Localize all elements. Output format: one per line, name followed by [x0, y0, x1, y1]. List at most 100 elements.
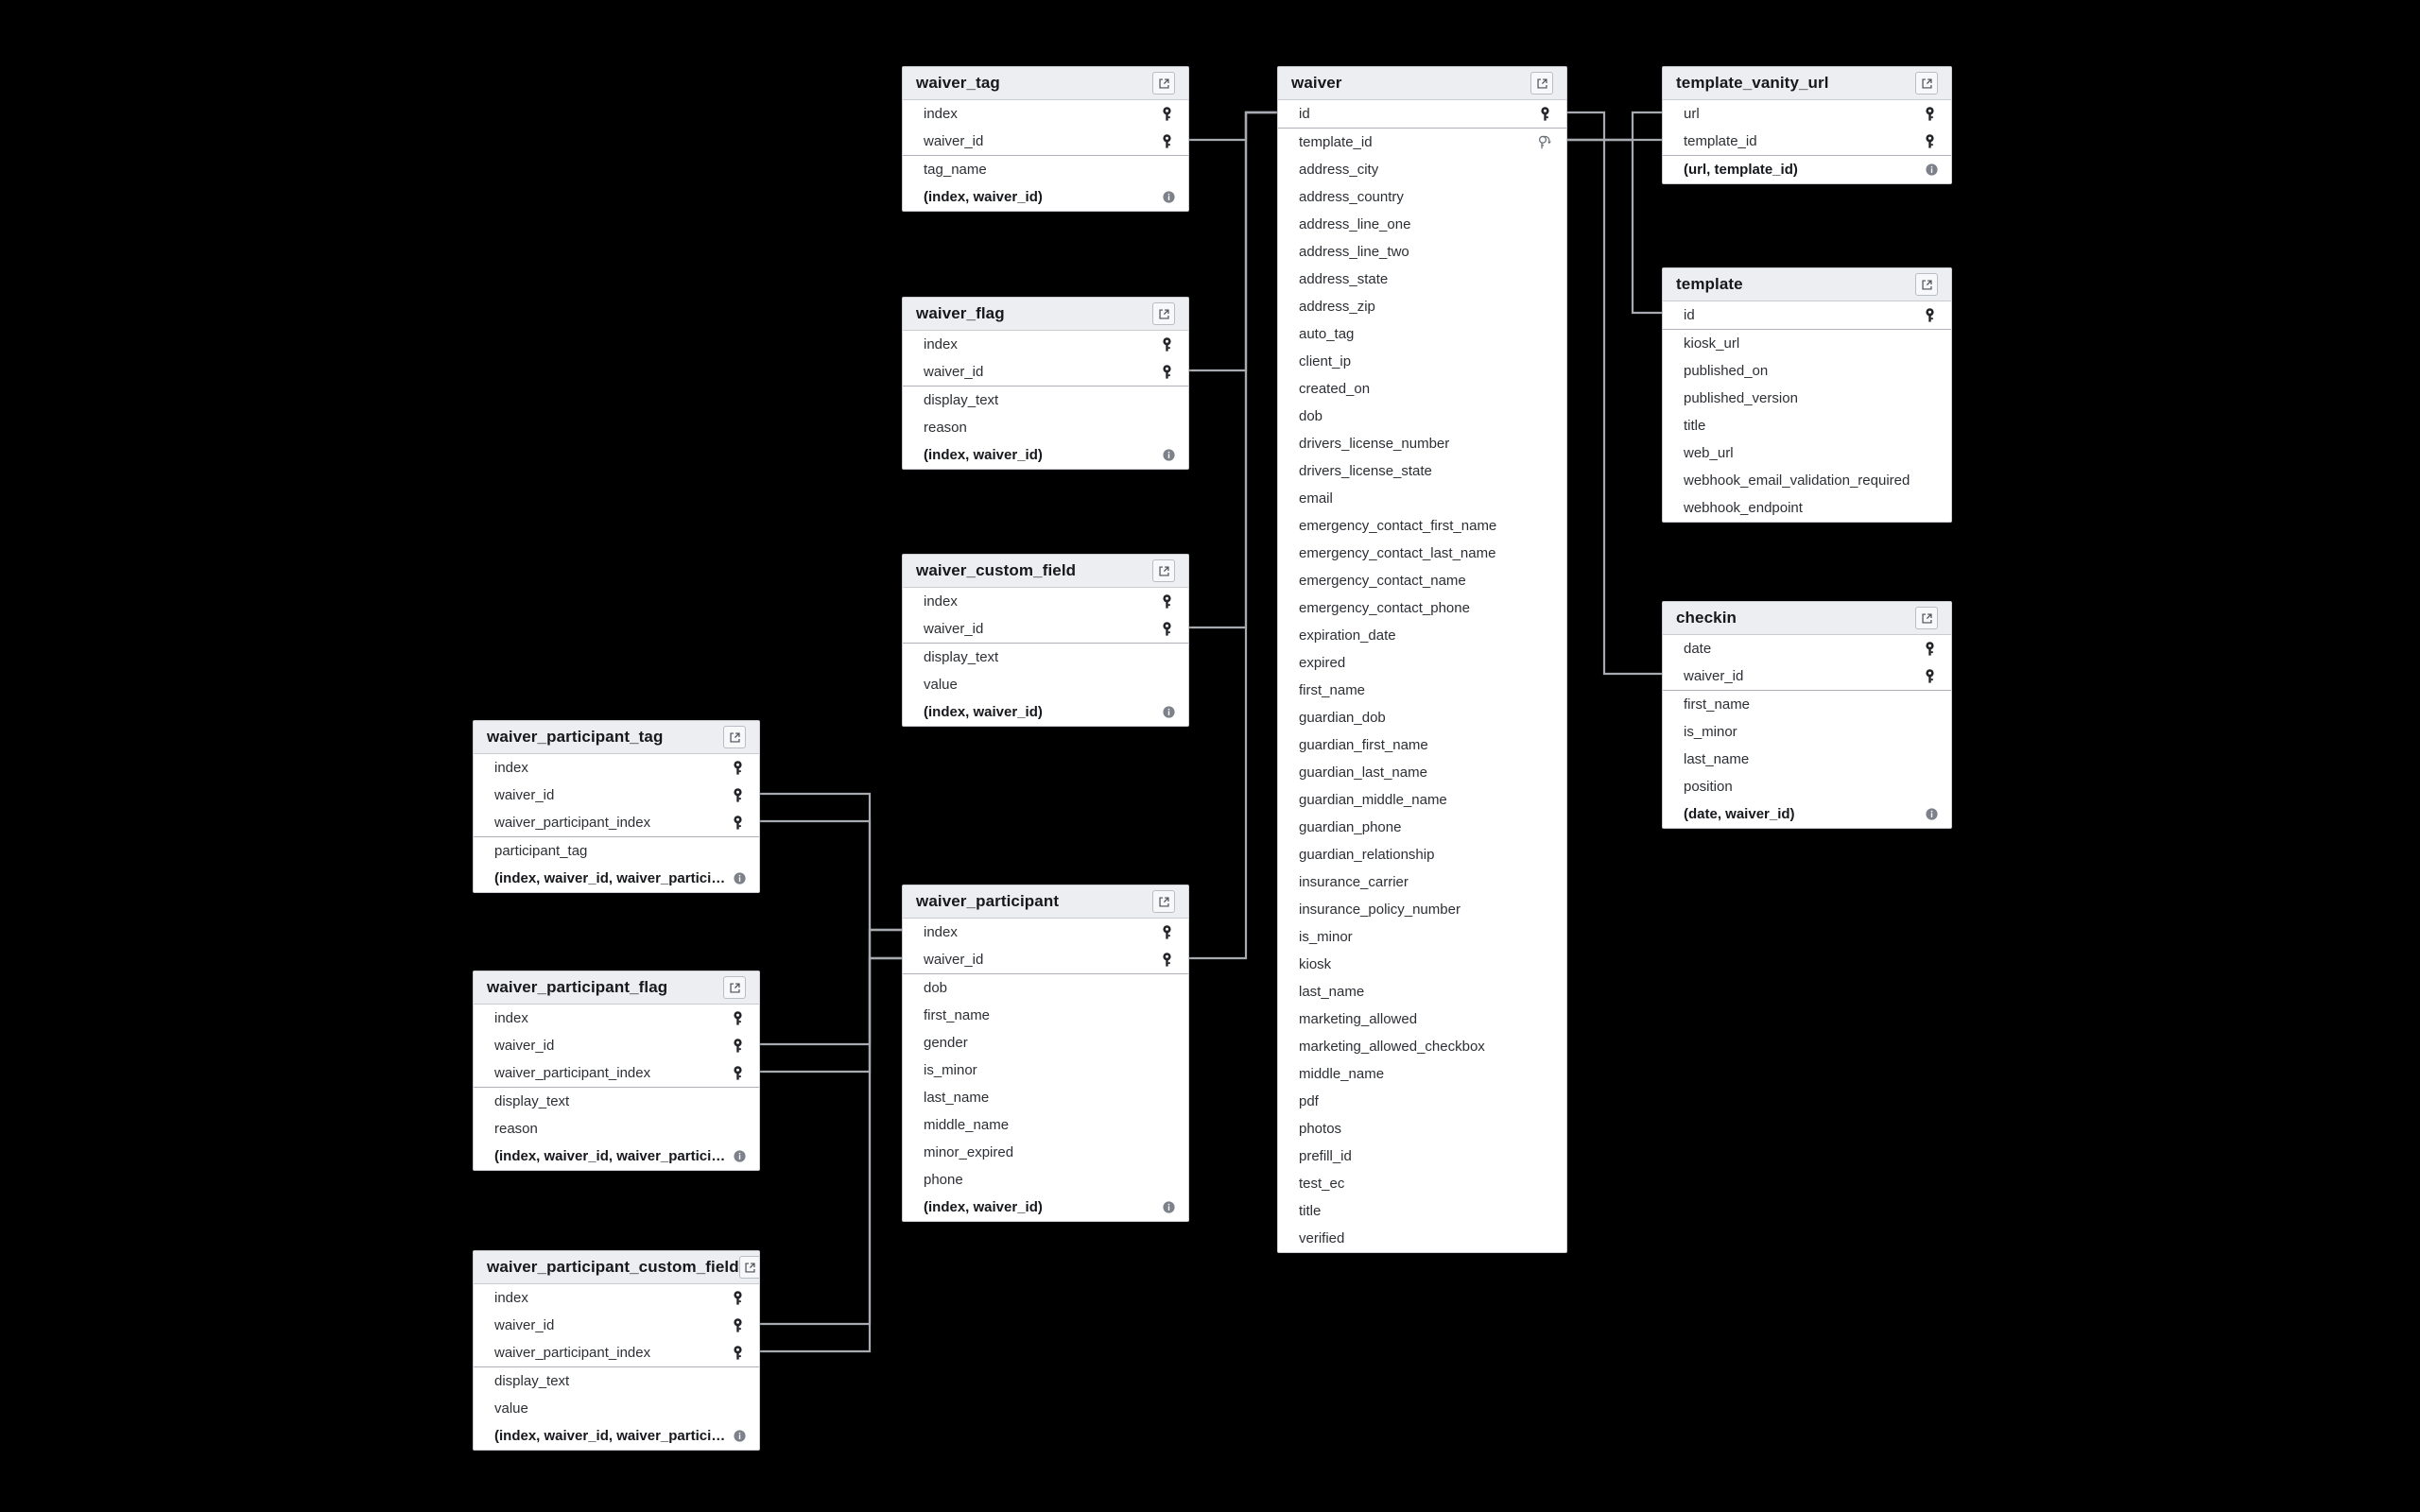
field-row[interactable]: emergency_contact_phone — [1278, 594, 1566, 622]
field-row[interactable]: is_minor — [1278, 923, 1566, 951]
field-row[interactable]: address_city — [1278, 156, 1566, 183]
field-row[interactable]: address_state — [1278, 266, 1566, 293]
table-header-waiver_participant_flag[interactable]: waiver_participant_flag — [474, 971, 759, 1005]
external-link-icon[interactable] — [723, 976, 746, 999]
field-row[interactable]: insurance_carrier — [1278, 868, 1566, 896]
composite-key-row[interactable]: (index, waiver_id, waiver_participant_i… — [474, 1422, 759, 1450]
field-row[interactable]: template_id — [1663, 128, 1951, 156]
field-row[interactable]: middle_name — [903, 1111, 1188, 1139]
table-header-waiver_custom_field[interactable]: waiver_custom_field — [903, 555, 1188, 588]
external-link-icon[interactable] — [1152, 72, 1175, 94]
composite-key-row[interactable]: (index, waiver_id) — [903, 441, 1188, 469]
field-row[interactable]: emergency_contact_last_name — [1278, 540, 1566, 567]
field-row[interactable]: photos — [1278, 1115, 1566, 1143]
field-row[interactable]: first_name — [1663, 691, 1951, 718]
field-row[interactable]: address_line_one — [1278, 211, 1566, 238]
field-row[interactable]: waiver_id — [903, 358, 1188, 387]
table-header-waiver_participant_custom_field[interactable]: waiver_participant_custom_field — [474, 1251, 759, 1284]
field-row[interactable]: display_text — [903, 644, 1188, 671]
field-row[interactable]: waiver_participant_index — [474, 1059, 759, 1088]
field-row[interactable]: index — [903, 100, 1188, 128]
external-link-icon[interactable] — [1915, 273, 1938, 296]
field-row[interactable]: index — [474, 1005, 759, 1032]
field-row[interactable]: title — [1663, 412, 1951, 439]
table-header-template[interactable]: template — [1663, 268, 1951, 301]
field-row[interactable]: published_version — [1663, 385, 1951, 412]
field-row[interactable]: id — [1663, 301, 1951, 330]
field-row[interactable]: display_text — [474, 1367, 759, 1395]
field-row[interactable]: middle_name — [1278, 1060, 1566, 1088]
field-row[interactable]: reason — [474, 1115, 759, 1143]
composite-key-row[interactable]: (index, waiver_id, waiver_participant_i… — [474, 1143, 759, 1170]
field-row[interactable]: waiver_id — [903, 615, 1188, 644]
field-row[interactable]: published_on — [1663, 357, 1951, 385]
composite-key-row[interactable]: (index, waiver_id) — [903, 183, 1188, 211]
external-link-icon[interactable] — [1152, 890, 1175, 913]
field-row[interactable]: index — [903, 919, 1188, 946]
field-row[interactable]: is_minor — [903, 1057, 1188, 1084]
field-row[interactable]: dob — [903, 974, 1188, 1002]
field-row[interactable]: last_name — [1278, 978, 1566, 1005]
external-link-icon[interactable] — [1152, 559, 1175, 582]
field-row[interactable]: waiver_participant_index — [474, 809, 759, 837]
field-row[interactable]: index — [903, 331, 1188, 358]
field-row[interactable]: waiver_id — [1663, 662, 1951, 691]
composite-key-row[interactable]: (index, waiver_id) — [903, 698, 1188, 726]
table-header-waiver[interactable]: waiver — [1278, 67, 1566, 100]
field-row[interactable]: display_text — [474, 1088, 759, 1115]
field-row[interactable]: title — [1278, 1197, 1566, 1225]
info-icon[interactable] — [1163, 191, 1175, 203]
field-row[interactable]: dob — [1278, 403, 1566, 430]
field-row[interactable]: position — [1663, 773, 1951, 800]
field-row[interactable]: insurance_policy_number — [1278, 896, 1566, 923]
field-row[interactable]: phone — [903, 1166, 1188, 1194]
field-row[interactable]: email — [1278, 485, 1566, 512]
field-row[interactable]: address_zip — [1278, 293, 1566, 320]
field-row[interactable]: kiosk — [1278, 951, 1566, 978]
field-row[interactable]: guardian_phone — [1278, 814, 1566, 841]
field-row[interactable]: prefill_id — [1278, 1143, 1566, 1170]
field-row[interactable]: test_ec — [1278, 1170, 1566, 1197]
field-row[interactable]: marketing_allowed — [1278, 1005, 1566, 1033]
field-row[interactable]: auto_tag — [1278, 320, 1566, 348]
field-row[interactable]: date — [1663, 635, 1951, 662]
table-header-waiver_participant[interactable]: waiver_participant — [903, 885, 1188, 919]
field-row[interactable]: waiver_id — [903, 128, 1188, 156]
field-row[interactable]: address_country — [1278, 183, 1566, 211]
field-row[interactable]: last_name — [903, 1084, 1188, 1111]
info-icon[interactable] — [734, 1430, 746, 1442]
field-row[interactable]: guardian_middle_name — [1278, 786, 1566, 814]
field-row[interactable]: last_name — [1663, 746, 1951, 773]
field-row[interactable]: expiration_date — [1278, 622, 1566, 649]
field-row[interactable]: emergency_contact_name — [1278, 567, 1566, 594]
composite-key-row[interactable]: (date, waiver_id) — [1663, 800, 1951, 828]
field-row[interactable]: guardian_first_name — [1278, 731, 1566, 759]
table-header-waiver_participant_tag[interactable]: waiver_participant_tag — [474, 721, 759, 754]
field-row[interactable]: url — [1663, 100, 1951, 128]
field-row[interactable]: reason — [903, 414, 1188, 441]
field-row[interactable]: waiver_id — [903, 946, 1188, 974]
field-row[interactable]: template_id — [1278, 129, 1566, 156]
field-row[interactable]: waiver_id — [474, 782, 759, 809]
field-row[interactable]: index — [474, 1284, 759, 1312]
external-link-icon[interactable] — [738, 1256, 759, 1279]
field-row[interactable]: webhook_endpoint — [1663, 494, 1951, 522]
field-row[interactable]: guardian_last_name — [1278, 759, 1566, 786]
field-row[interactable]: emergency_contact_first_name — [1278, 512, 1566, 540]
field-row[interactable]: waiver_participant_index — [474, 1339, 759, 1367]
field-row[interactable]: webhook_email_validation_required — [1663, 467, 1951, 494]
field-row[interactable]: value — [474, 1395, 759, 1422]
external-link-icon[interactable] — [1915, 607, 1938, 629]
field-row[interactable]: minor_expired — [903, 1139, 1188, 1166]
field-row[interactable]: first_name — [903, 1002, 1188, 1029]
field-row[interactable]: waiver_id — [474, 1312, 759, 1339]
info-icon[interactable] — [734, 1150, 746, 1162]
field-row[interactable]: value — [903, 671, 1188, 698]
external-link-icon[interactable] — [723, 726, 746, 748]
